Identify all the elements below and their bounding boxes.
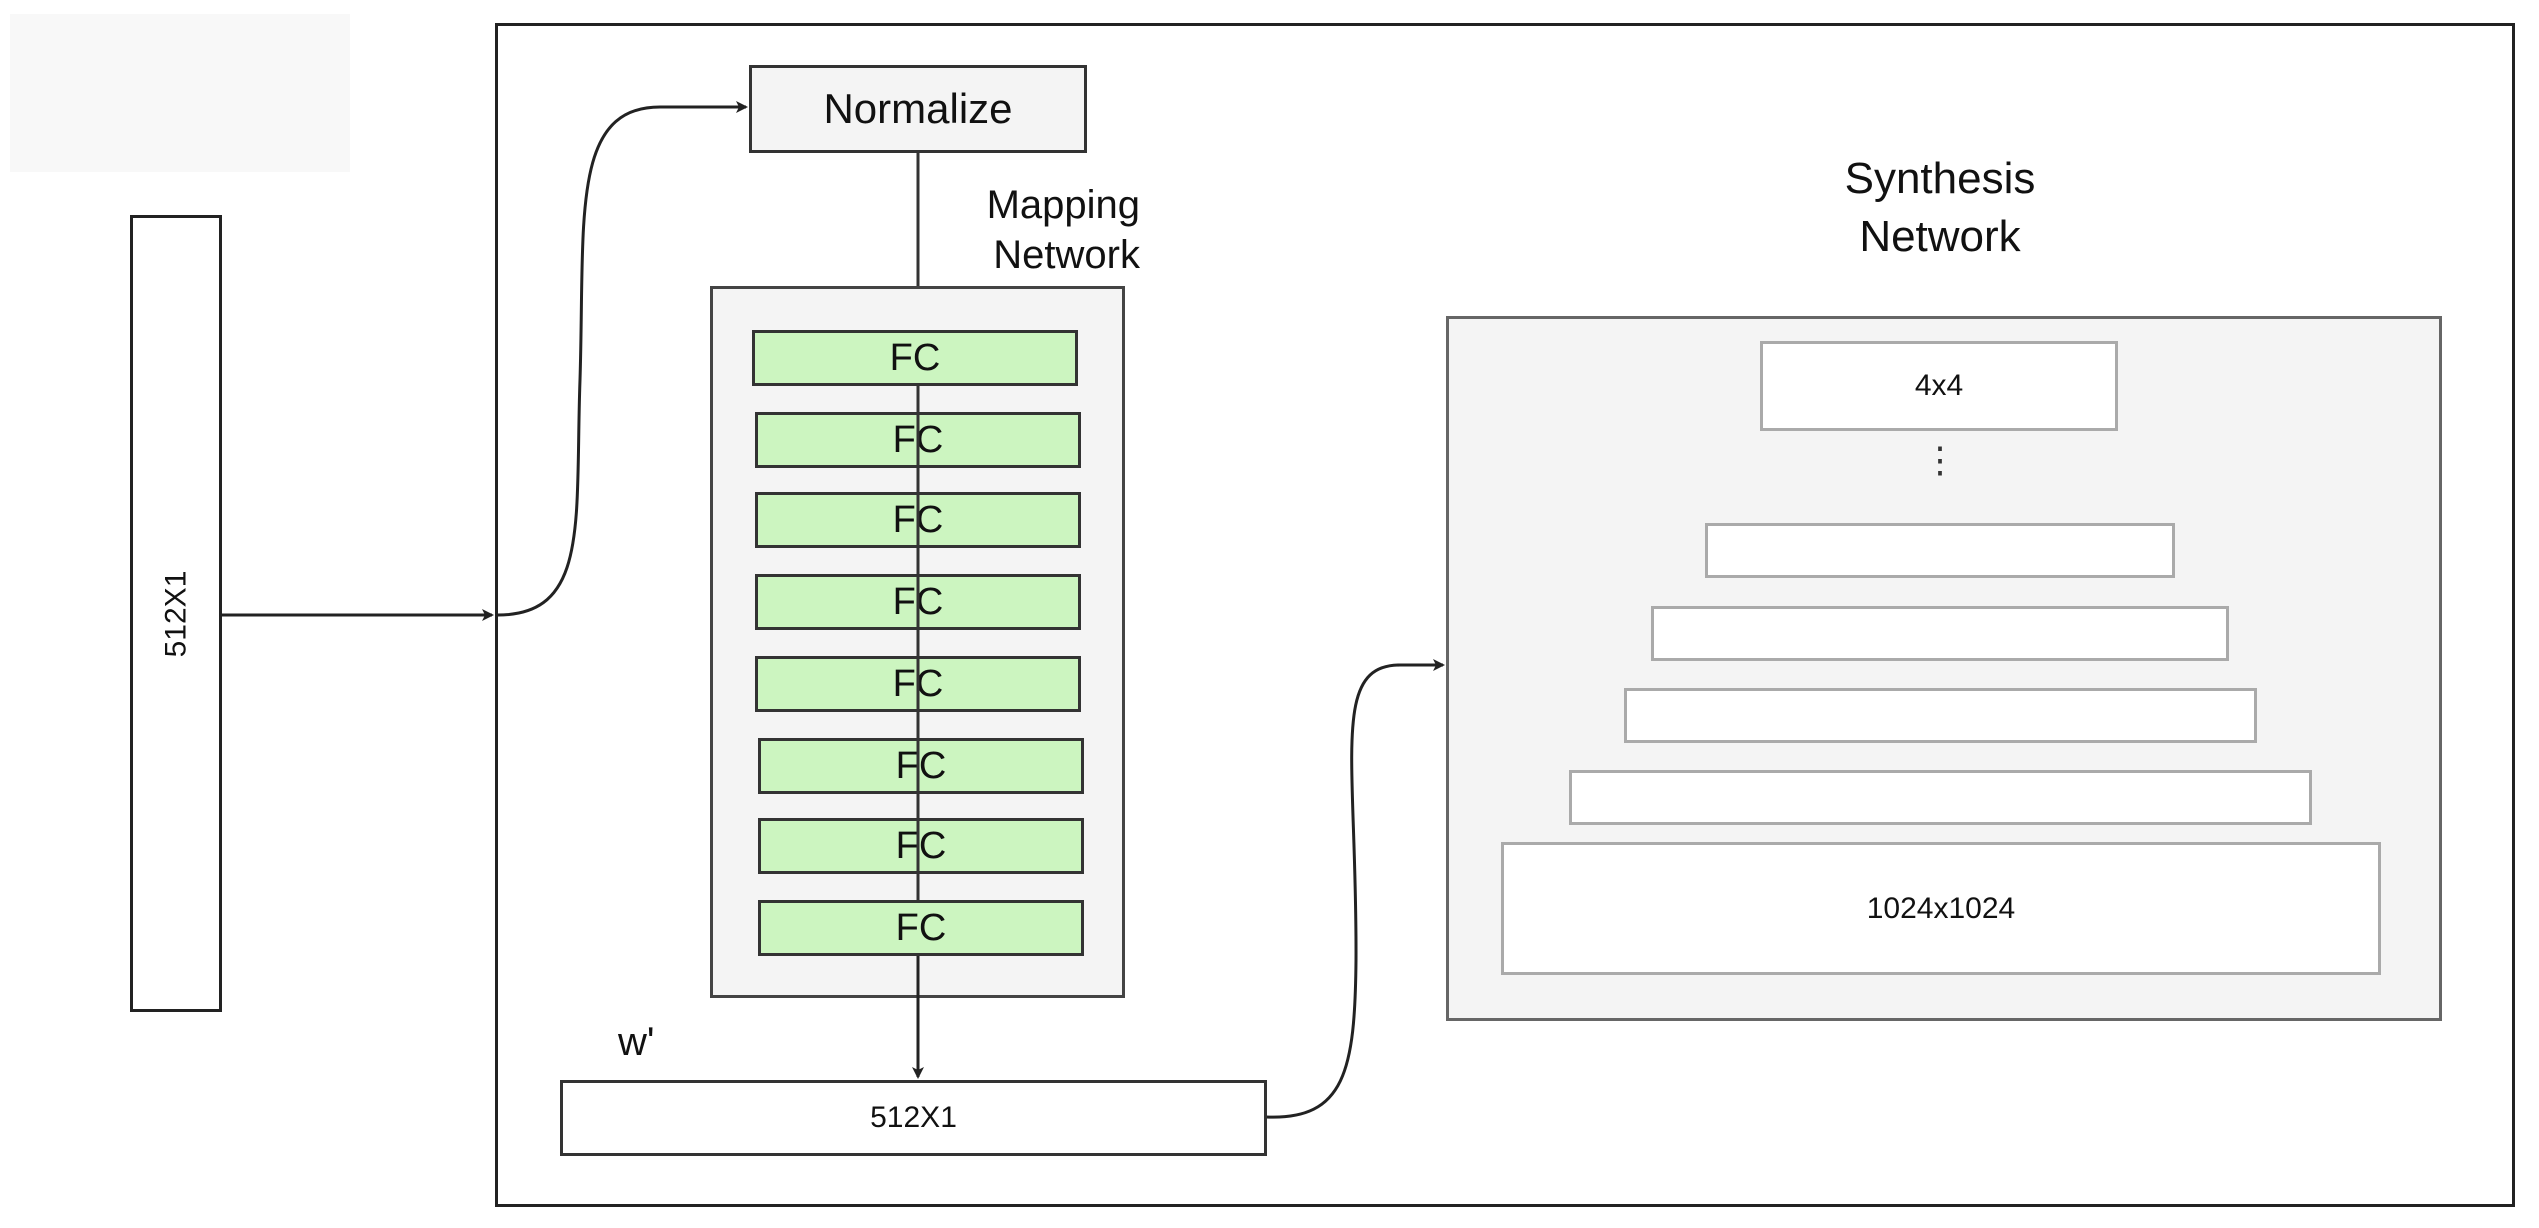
w-latent-vector: 512X1: [560, 1080, 1267, 1156]
fc-layer-label: FC: [895, 744, 947, 787]
corner-patch: [10, 14, 350, 172]
synthesis-network-title-line1: Synthesis: [1844, 154, 2036, 203]
synthesis-layer-2: [1705, 523, 2175, 578]
fc-layer-1: FC: [752, 330, 1078, 386]
mapping-network-title: Mapping Network: [940, 180, 1140, 280]
synthesis-layer-4: [1624, 688, 2257, 743]
normalize-label: Normalize: [823, 85, 1013, 132]
fc-layer-6: FC: [758, 738, 1084, 794]
fc-layer-label: FC: [895, 824, 947, 867]
synthesis-layer-label: 1024x1024: [1866, 891, 2016, 925]
fc-layer-8: FC: [758, 900, 1084, 956]
synthesis-network-title-line2: Network: [1859, 212, 2021, 261]
frame-to-normalize-arrow: [497, 101, 748, 617]
synthesis-layer-5: [1569, 770, 2312, 825]
synthesis-network-title: Synthesis Network: [1770, 150, 2110, 266]
synthesis-layer-1024x1024: 1024x1024: [1501, 842, 2381, 975]
mapping-network-title-line2: Network: [993, 233, 1140, 277]
synthesis-layer-label: 4x4: [1914, 369, 1964, 402]
mapping-network-title-line1: Mapping: [986, 183, 1140, 227]
fc-layer-label: FC: [895, 906, 947, 949]
synthesis-layer-4x4: 4x4: [1760, 341, 2118, 431]
input-vector: [130, 215, 222, 1012]
synthesis-ellipsis: ⋮: [1922, 439, 1958, 480]
synthesis-layer-3: [1651, 606, 2229, 661]
normalize-box: Normalize: [749, 65, 1087, 153]
fc-layer-label: FC: [889, 336, 941, 379]
fc-layer-7: FC: [758, 818, 1084, 874]
w-latent-label: w': [618, 1020, 655, 1064]
w-latent-vector-label: 512X1: [870, 1101, 957, 1134]
w-to-synthesis-arrow: [1266, 659, 1445, 1119]
